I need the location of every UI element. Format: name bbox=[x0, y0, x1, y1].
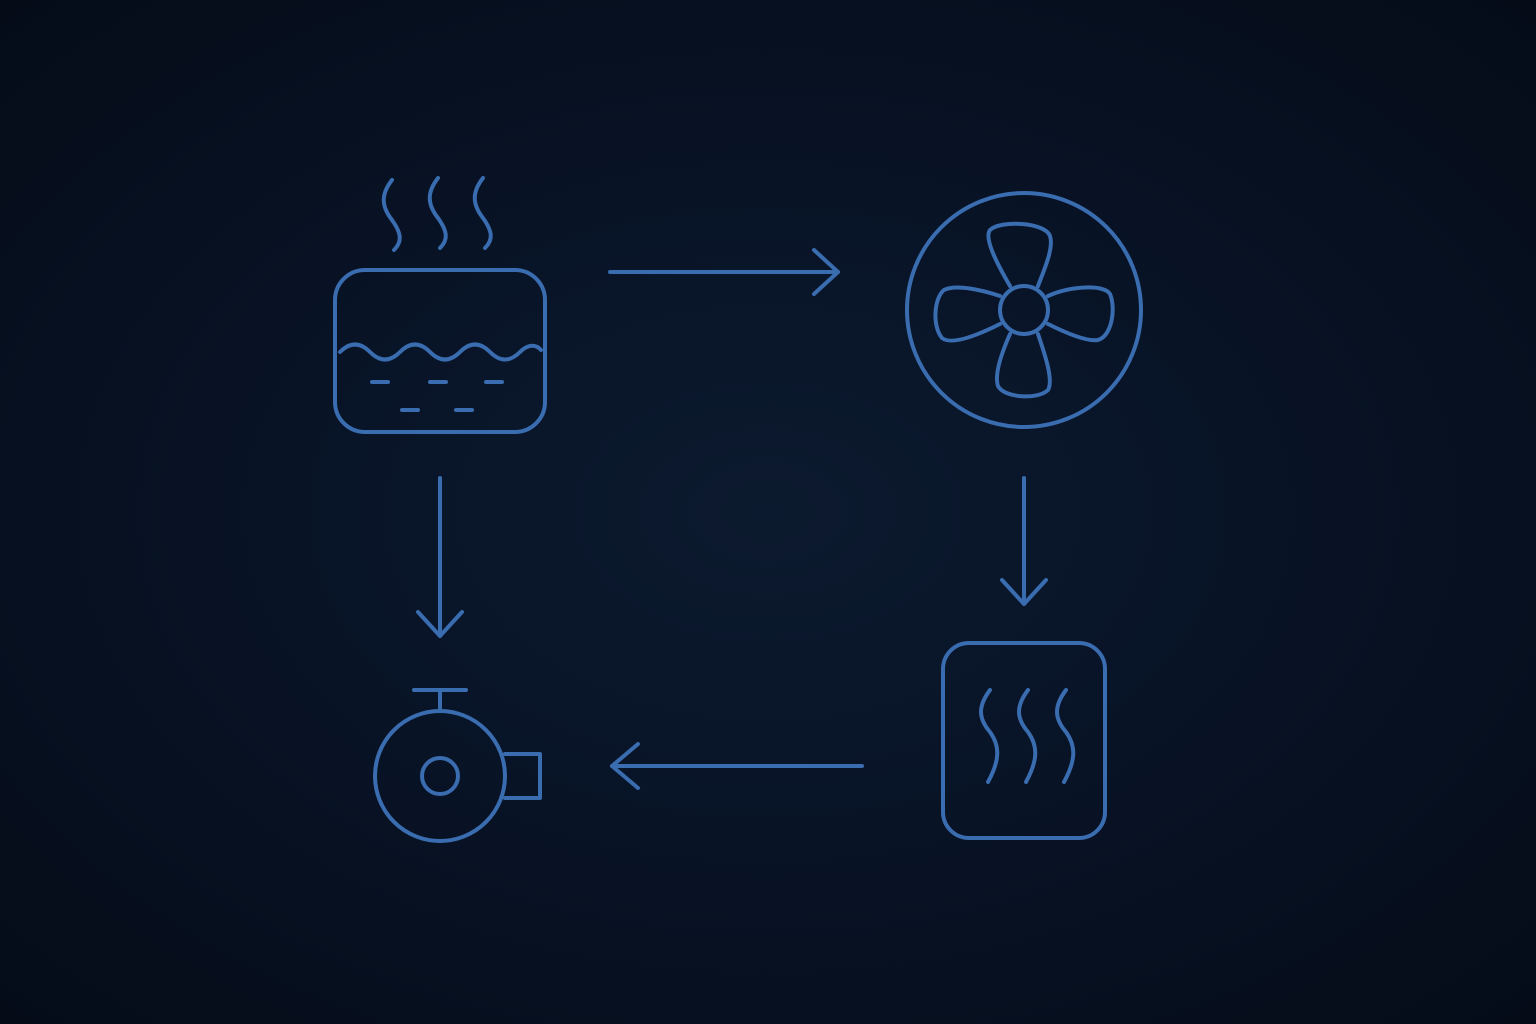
arrow-boiler-to-fan bbox=[608, 248, 840, 296]
arrow-boiler-to-pump bbox=[416, 476, 464, 638]
fan-icon bbox=[905, 191, 1143, 429]
pump-icon bbox=[373, 688, 542, 843]
heat-panel-icon bbox=[941, 641, 1107, 840]
arrow-fan-to-radiator bbox=[1000, 476, 1048, 606]
arrow-radiator-to-pump bbox=[610, 742, 864, 790]
boiler-tank-icon bbox=[333, 176, 547, 434]
